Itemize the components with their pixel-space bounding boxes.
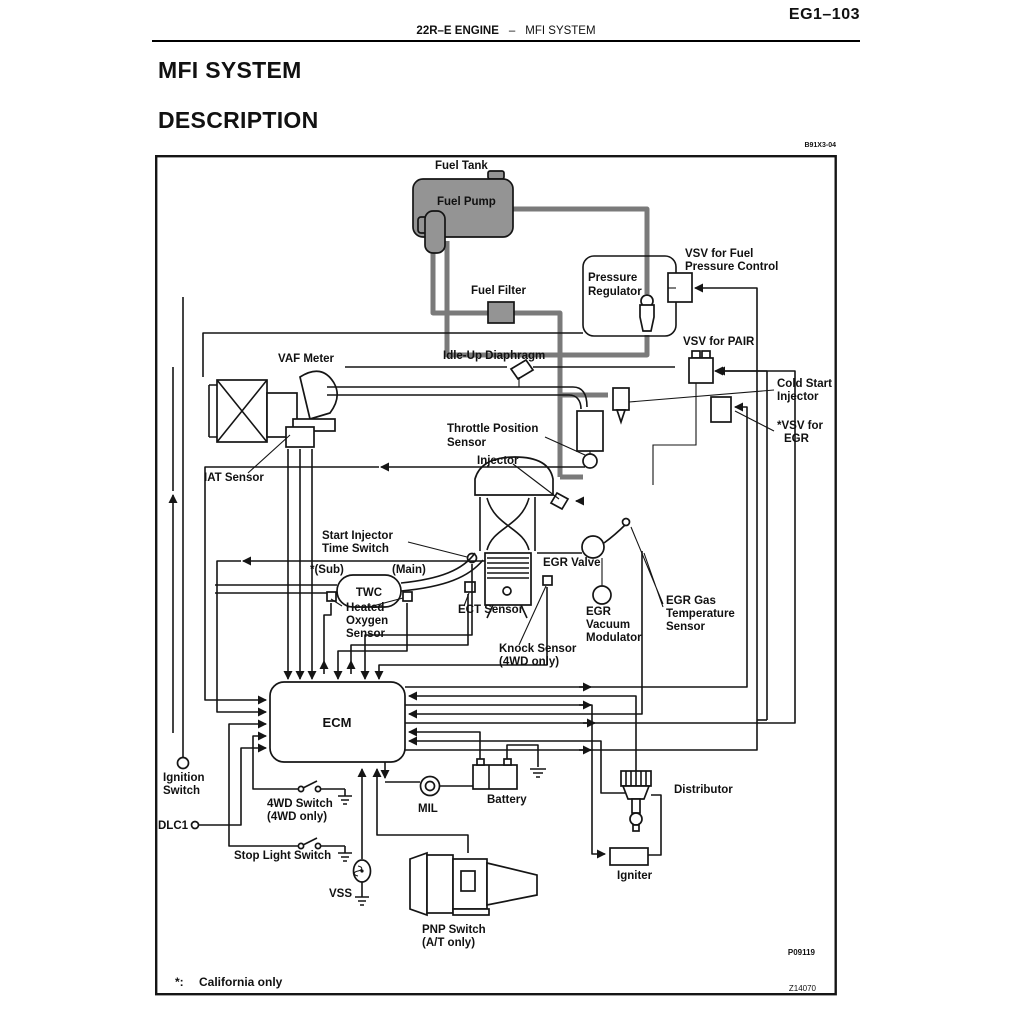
leader-lines xyxy=(247,389,775,646)
label-idle-up: Idle-Up Diaphragm xyxy=(443,350,545,362)
label-knock-1: Knock Sensor xyxy=(499,643,577,655)
dlc1-connector-shape xyxy=(190,820,200,830)
pressure-regulator-shape xyxy=(639,294,655,332)
fuel-filter-shape xyxy=(487,301,515,324)
ignition-switch-shape xyxy=(176,756,190,770)
label-cold-start-2: Injector xyxy=(777,391,819,403)
label-vsv-pair: VSV for PAIR xyxy=(683,336,755,348)
diagram-border xyxy=(155,155,837,996)
engine-shape xyxy=(474,456,584,619)
label-egr-mod-2: Vacuum xyxy=(586,619,630,631)
label-ignition-2: Switch xyxy=(163,785,200,797)
mfi-system-diagram: Fuel Tank Fuel Pump Fuel Filter Pressure… xyxy=(155,155,837,1000)
label-knock-2: (4WD only) xyxy=(499,656,559,668)
label-distributor: Distributor xyxy=(674,784,733,796)
header-rule xyxy=(152,40,860,42)
label-4wd-1: 4WD Switch xyxy=(267,798,333,810)
battery-shape xyxy=(472,758,518,790)
wiring-lines xyxy=(168,283,796,859)
label-injector: Injector xyxy=(477,455,519,467)
label-egr-gas-1: EGR Gas xyxy=(666,595,716,607)
cold-start-injector-shape xyxy=(612,387,630,425)
label-vsv-egr-1: *VSV for xyxy=(777,420,824,432)
idle-up-diaphragm-shape xyxy=(509,358,535,387)
running-header-chapter: 22R–E ENGINE xyxy=(416,25,499,37)
pnp-switch-shape xyxy=(409,851,538,917)
label-ho2s-3: Sensor xyxy=(346,628,386,640)
label-tps-1: Throttle Position xyxy=(447,423,538,435)
label-battery: Battery xyxy=(487,794,527,806)
label-sits-1: Start Injector xyxy=(322,530,393,542)
label-ho2s-1: Heated xyxy=(346,602,384,614)
label-tps-2: Sensor xyxy=(447,437,487,449)
o2-sensor-main-shape xyxy=(402,591,413,602)
label-ect: ECT Sensor xyxy=(458,604,524,616)
label-ecm: ECM xyxy=(323,715,352,730)
figure-code-inner: P09119 xyxy=(788,948,816,957)
label-sits-2: Time Switch xyxy=(322,543,389,555)
label-4wd-2: (4WD only) xyxy=(267,811,327,823)
label-iat: IAT Sensor xyxy=(204,472,264,484)
o2-sensor-sub-shape xyxy=(326,591,337,602)
fuel-lines xyxy=(430,206,650,480)
igniter-shape xyxy=(609,847,649,866)
label-egr-mod-1: EGR xyxy=(586,606,612,618)
label-pressure-regulator-2: Regulator xyxy=(588,286,642,298)
page-number: EG1–103 xyxy=(788,6,860,23)
label-vsv-fuel-2: Pressure Control xyxy=(685,261,778,273)
label-egr-mod-3: Modulator xyxy=(586,632,642,644)
running-header: 22R–E ENGINE–MFI SYSTEM xyxy=(152,25,860,37)
mil-lamp-shape xyxy=(419,775,441,797)
page-title: MFI SYSTEM xyxy=(158,57,302,83)
running-header-separator: – xyxy=(508,25,516,37)
knock-sensor-shape xyxy=(542,575,553,586)
air-duct-lines xyxy=(202,332,675,410)
label-twc: TWC xyxy=(356,587,382,599)
label-dlc1: DLC1 xyxy=(158,820,189,832)
label-pressure-regulator-1: Pressure xyxy=(588,272,637,284)
label-fuel-filter: Fuel Filter xyxy=(471,285,526,297)
label-stop-light: Stop Light Switch xyxy=(234,850,331,862)
fuel-tank-shape xyxy=(412,170,514,254)
label-sub: *(Sub) xyxy=(310,564,344,576)
label-ignition-1: Ignition xyxy=(163,772,205,784)
exhaust-pipe-lines xyxy=(215,552,484,594)
section-subtitle: DESCRIPTION xyxy=(158,107,319,133)
label-vaf-meter: VAF Meter xyxy=(278,353,335,365)
label-vsv-fuel-1: VSV for Fuel xyxy=(685,248,753,260)
figure-code-outer: Z14070 xyxy=(789,984,817,993)
label-vss: VSS xyxy=(329,888,352,900)
label-egr-valve: EGR Valve xyxy=(543,557,601,569)
label-main: (Main) xyxy=(392,564,426,576)
ecm-box xyxy=(269,681,406,763)
vaf-meter-shape xyxy=(208,370,339,448)
distributor-shape xyxy=(620,770,652,832)
label-fuel-tank: Fuel Tank xyxy=(435,160,488,172)
egr-valve-shape xyxy=(537,517,631,605)
label-pnp-1: PNP Switch xyxy=(422,924,486,936)
vsv-pair-shape xyxy=(652,350,714,485)
label-fuel-pump: Fuel Pump xyxy=(437,196,496,208)
running-header-section: MFI SYSTEM xyxy=(525,25,596,37)
footnote-star: *: xyxy=(175,975,184,989)
label-vsv-egr-2: EGR xyxy=(784,433,810,445)
vsv-egr-shape xyxy=(710,396,732,423)
label-pnp-2: (A/T only) xyxy=(422,937,475,949)
footnote-text: California only xyxy=(199,975,283,989)
stop-light-switch-shape xyxy=(283,837,352,862)
label-ho2s-2: Oxygen xyxy=(346,615,388,627)
label-igniter: Igniter xyxy=(617,870,653,882)
label-mil: MIL xyxy=(418,803,438,815)
throttle-body-shape xyxy=(576,410,604,469)
ect-sensor-shape xyxy=(464,581,476,593)
fwd-switch-shape xyxy=(283,780,352,805)
label-egr-gas-2: Temperature xyxy=(666,608,735,620)
label-egr-gas-3: Sensor xyxy=(666,621,706,633)
vss-shape xyxy=(352,859,372,906)
figure-top-code: B91X3-04 xyxy=(804,142,836,149)
label-cold-start-1: Cold Start xyxy=(777,378,832,390)
